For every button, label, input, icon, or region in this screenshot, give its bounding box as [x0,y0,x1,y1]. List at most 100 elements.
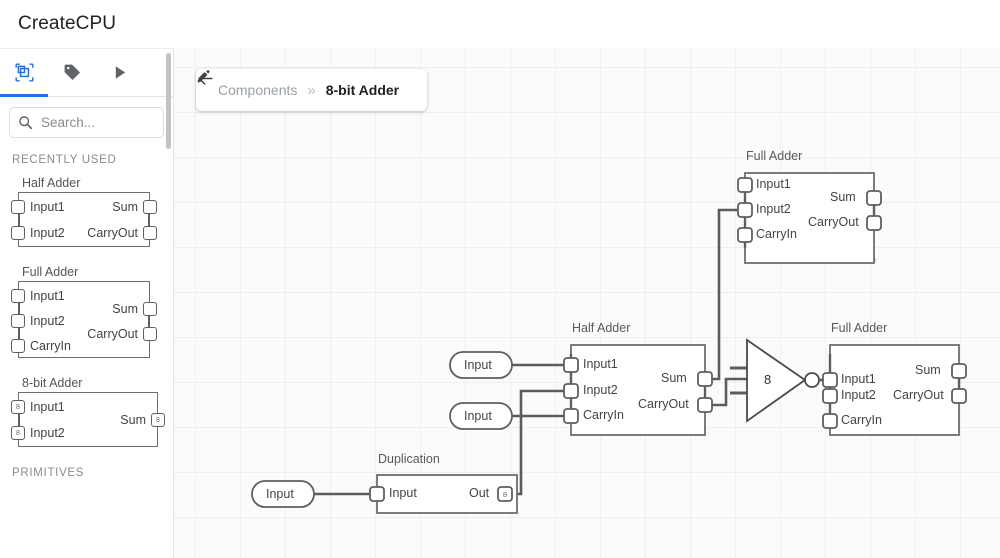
port-sum[interactable]: 8 [151,413,165,427]
port-label: Input1 [30,200,65,214]
sidebar: RECENTLY USED Half Adder Input1 Input2 S… [0,48,174,558]
node-full-adder-right [822,344,967,436]
sidebar-tabbar [0,49,173,97]
search-icon [18,115,33,130]
port-label-carryin: CarryIn [841,413,882,427]
port-out [497,486,513,502]
schematic-canvas[interactable]: Full Adder Input1 Input2 CarryIn Sum Car… [174,48,1000,558]
port-label-carryout: CarryOut [893,388,944,402]
input-pill-label: Input [266,487,294,501]
port-label-input1: Input1 [841,372,876,386]
port-label: Sum [112,302,138,316]
palette-item-8bit-adder[interactable]: 8-bit Adder 8 Input1 8 Input2 8 Sum [0,376,173,447]
port-carryout [866,215,882,231]
port-carryout[interactable] [143,226,157,240]
input-pill-label: Input [464,358,492,372]
port-rail [148,309,150,333]
port-sum[interactable] [143,200,157,214]
wire-duplication-to-halfadder-input2 [510,389,573,496]
port-label-carryin: CarryIn [756,227,797,241]
port-input2[interactable] [11,314,25,328]
node-body [829,344,960,436]
port-input2 [822,388,838,404]
node-half-adder-mid [563,344,713,436]
port-label: CarryIn [30,339,71,353]
port-sum [866,190,882,206]
components-icon [14,62,35,83]
port-input1[interactable] [11,200,25,214]
port-label: Input2 [30,226,65,240]
section-recently-used: RECENTLY USED [12,154,117,166]
input-pill-label: Input [464,409,492,423]
palette-item-body: Input1 Input2 CarryIn Sum CarryOut [11,281,157,358]
node-duplication [369,474,518,514]
tags-tab[interactable] [48,49,96,96]
breadcrumb-separator: » [307,81,316,99]
port-carryout[interactable] [143,327,157,341]
port-label-carryout: CarryOut [808,215,859,229]
port-rail [18,207,20,233]
schematic-svg [251,172,967,514]
port-input1 [563,357,579,373]
breadcrumb: Components » 8-bit Adder [196,69,428,111]
node-title-duplication: Duplication [378,452,440,466]
port-label: Sum [112,200,138,214]
port-sum [697,371,713,387]
port-carryin [822,413,838,429]
port-label-input1: Input1 [583,357,618,371]
node-bus-merge [730,338,826,423]
port-input1 [737,177,753,193]
port-input2[interactable]: 8 [11,426,25,440]
port-label-input2: Input2 [841,388,876,402]
input-pill-3 [251,480,315,508]
merge-triangle [746,338,807,423]
input-pills [251,351,513,508]
port-input1[interactable] [11,289,25,303]
port-input1[interactable]: 8 [11,400,25,414]
palette-item-title: Half Adder [22,176,81,190]
port-carryout [697,397,713,413]
port-input2 [563,383,579,399]
sidebar-scrollbar[interactable] [166,53,171,149]
port-input1 [822,372,838,388]
port-carryout [951,388,967,404]
port-label: CarryOut [87,226,138,240]
port-label: Sum [120,413,146,427]
port-carryin [737,227,753,243]
port-label: Input1 [30,400,65,414]
port-label-input: Input [389,486,417,500]
port-label-out: Out [469,486,490,500]
port-carryin[interactable] [11,339,25,353]
search-box[interactable] [9,107,173,138]
port-label-input1: Input1 [756,177,791,191]
port-label: Input2 [30,314,65,328]
port-label-sum: Sum [830,190,856,204]
port-label: Input1 [30,289,65,303]
palette-item-body: Input1 Input2 Sum CarryOut [11,192,157,247]
port-rail [148,207,150,233]
input-pill-2 [449,402,513,430]
palette-item-body: 8 Input1 8 Input2 8 Sum [11,392,165,447]
breadcrumb-current: 8-bit Adder [325,82,400,98]
palette-item-title: 8-bit Adder [22,376,83,390]
search-input[interactable] [41,115,173,130]
palette-item-half-adder[interactable]: Half Adder Input1 Input2 Sum CarryOut [0,176,173,247]
port-input2[interactable] [11,226,25,240]
palette-item-title: Full Adder [22,265,79,279]
breadcrumb-root[interactable]: Components [218,82,298,98]
title-bar: CreateCPU [0,0,1000,48]
wire-halfadder-carryout-to-merge [703,377,749,407]
palette-item-full-adder[interactable]: Full Adder Input1 Input2 CarryIn Sum Car… [0,265,173,358]
bus-merge-label: 8 [764,372,772,387]
node-body [376,474,518,514]
node-title-half-adder: Half Adder [572,321,631,335]
play-icon [113,65,128,80]
port-sum[interactable] [143,302,157,316]
components-tab[interactable] [0,49,48,96]
app-title: CreateCPU [18,13,117,34]
port-label-carryout: CarryOut [638,397,689,411]
port-input2 [737,202,753,218]
run-tab[interactable] [96,49,144,96]
merge-output-bubble [804,372,820,388]
